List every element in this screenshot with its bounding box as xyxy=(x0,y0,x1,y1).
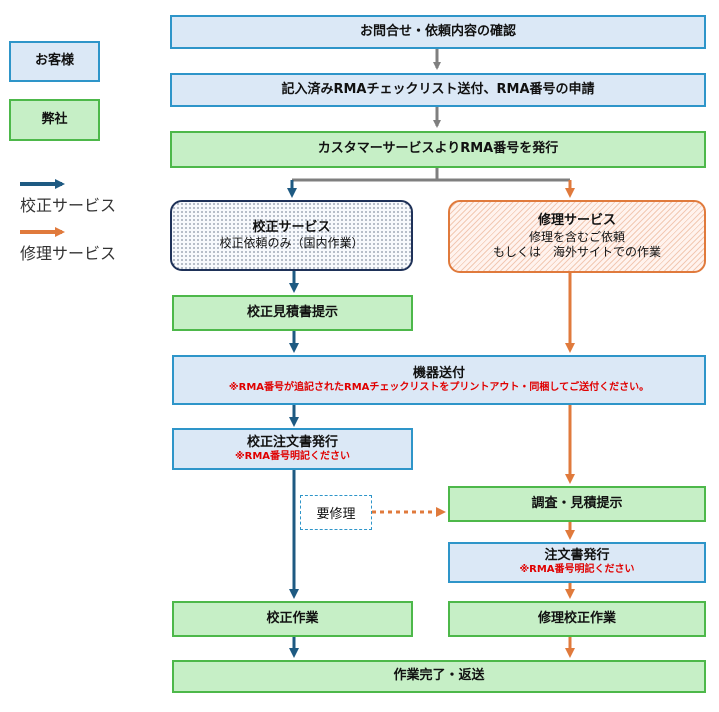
step-investigate: 調査・見積提示 xyxy=(448,486,706,522)
step-investigate-label: 調査・見積提示 xyxy=(531,495,623,511)
step-rep-po-note: ※RMA番号明記ください xyxy=(519,564,635,576)
step-cal-quote-label: 校正見積書提示 xyxy=(246,304,338,320)
legend-company-box: 弊社 xyxy=(9,99,100,141)
repair-needed-tag: 要修理 xyxy=(300,495,372,530)
rep-service-desc-2: もしくは 海外サイトでの作業 xyxy=(492,244,661,259)
step-cal-work-label: 校正作業 xyxy=(266,610,319,626)
cal-service-desc: 校正依頼のみ（国内作業） xyxy=(219,236,364,251)
legend-customer-box: お客様 xyxy=(9,41,100,82)
step-ship-equipment: 機器送付 ※RMA番号が追記されたRMAチェックリストをプリントアウト・同梱して… xyxy=(172,355,706,405)
legend-calibration-label: 校正サービス xyxy=(20,196,117,215)
step-ship-note: ※RMA番号が追記されたRMAチェックリストをプリントアウト・同梱してご送付くだ… xyxy=(228,381,650,393)
step-rep-work-label: 修理校正作業 xyxy=(537,610,616,626)
step-rep-work: 修理校正作業 xyxy=(448,601,706,637)
rep-service-title: 修理サービス xyxy=(537,213,616,229)
calibration-service-box: 校正サービス 校正依頼のみ（国内作業） xyxy=(170,200,413,271)
step-rep-po-title: 注文書発行 xyxy=(544,548,610,564)
step-issue-rma: カスタマーサービスよりRMA番号を発行 xyxy=(170,131,706,168)
step-confirm: お問合せ・依頼内容の確認 xyxy=(170,15,706,49)
step-issue-rma-label: カスタマーサービスよりRMA番号を発行 xyxy=(317,141,559,157)
step-cal-quote: 校正見積書提示 xyxy=(172,295,413,331)
step-ship-title: 機器送付 xyxy=(412,365,465,381)
rep-service-desc-1: 修理を含むご依頼 xyxy=(528,229,625,244)
step-cal-po: 校正注文書発行 ※RMA番号明記ください xyxy=(172,428,413,470)
step-confirm-label: お問合せ・依頼内容の確認 xyxy=(359,23,516,39)
step-complete-label: 作業完了・返送 xyxy=(393,668,485,684)
cal-service-title: 校正サービス xyxy=(252,219,331,235)
step-send-checklist-label: 記入済みRMAチェックリスト送付、RMA番号の申請 xyxy=(281,81,595,97)
step-cal-po-note: ※RMA番号明記ください xyxy=(234,450,351,462)
step-complete: 作業完了・返送 xyxy=(172,660,706,693)
step-cal-work: 校正作業 xyxy=(172,601,413,637)
legend-repair-label: 修理サービス xyxy=(20,244,117,263)
step-cal-po-title: 校正注文書発行 xyxy=(246,434,338,450)
step-send-checklist: 記入済みRMAチェックリスト送付、RMA番号の申請 xyxy=(170,73,706,107)
step-rep-po: 注文書発行 ※RMA番号明記ください xyxy=(448,542,706,583)
repair-service-box: 修理サービス 修理を含むご依頼 もしくは 海外サイトでの作業 xyxy=(448,200,706,273)
